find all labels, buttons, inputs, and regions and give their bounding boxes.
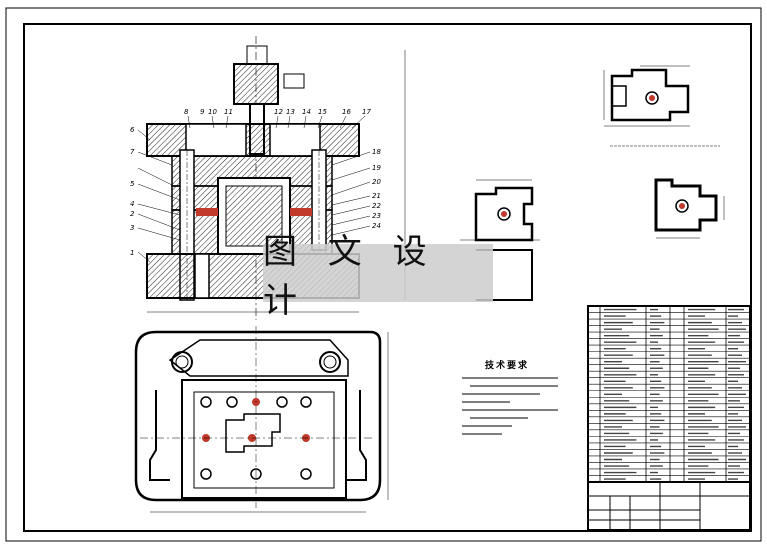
watermark-text: 图 文 设 计 <box>263 232 437 321</box>
part-label: 20 <box>372 178 381 186</box>
bom-rows <box>588 306 750 482</box>
part-detail-views <box>460 65 725 301</box>
part-label: 8 <box>184 108 189 116</box>
part-label: 12 <box>274 108 283 116</box>
watermark-band: 图 文 设 计 <box>263 232 493 321</box>
part-label: 22 <box>372 202 381 210</box>
part-label: 17 <box>362 108 371 116</box>
part-label: 6 <box>130 126 135 134</box>
plan-view <box>134 326 389 513</box>
part-label: 15 <box>318 108 327 116</box>
part-label: 19 <box>372 164 381 172</box>
part-label: 21 <box>372 192 381 200</box>
part-label: 3 <box>130 224 134 232</box>
part-label: 2 <box>130 210 135 218</box>
tech-requirements-lines <box>462 377 558 435</box>
part-label: 24 <box>372 222 381 230</box>
part-label: 13 <box>286 108 295 116</box>
tech-requirements-title: 技术要求 <box>485 361 530 371</box>
part-label: 5 <box>130 180 135 188</box>
part-label: 11 <box>224 108 233 116</box>
part-label: 7 <box>130 148 135 156</box>
drawing-frame <box>23 23 752 532</box>
part-number-labels: 1 2 3 4 5 6 7 8 9 10 11 12 13 14 15 16 1… <box>130 108 381 257</box>
section-view <box>137 36 406 320</box>
part-label: 9 <box>200 108 205 116</box>
part-label: 18 <box>372 148 381 156</box>
part-label: 14 <box>302 108 311 116</box>
title-block <box>588 482 750 530</box>
part-label: 23 <box>372 212 381 220</box>
parts-list-table <box>587 305 751 531</box>
part-label: 1 <box>130 249 134 257</box>
part-label: 4 <box>130 200 134 208</box>
part-label: 16 <box>342 108 351 116</box>
part-label: 10 <box>208 108 217 116</box>
outer-border <box>5 7 762 542</box>
